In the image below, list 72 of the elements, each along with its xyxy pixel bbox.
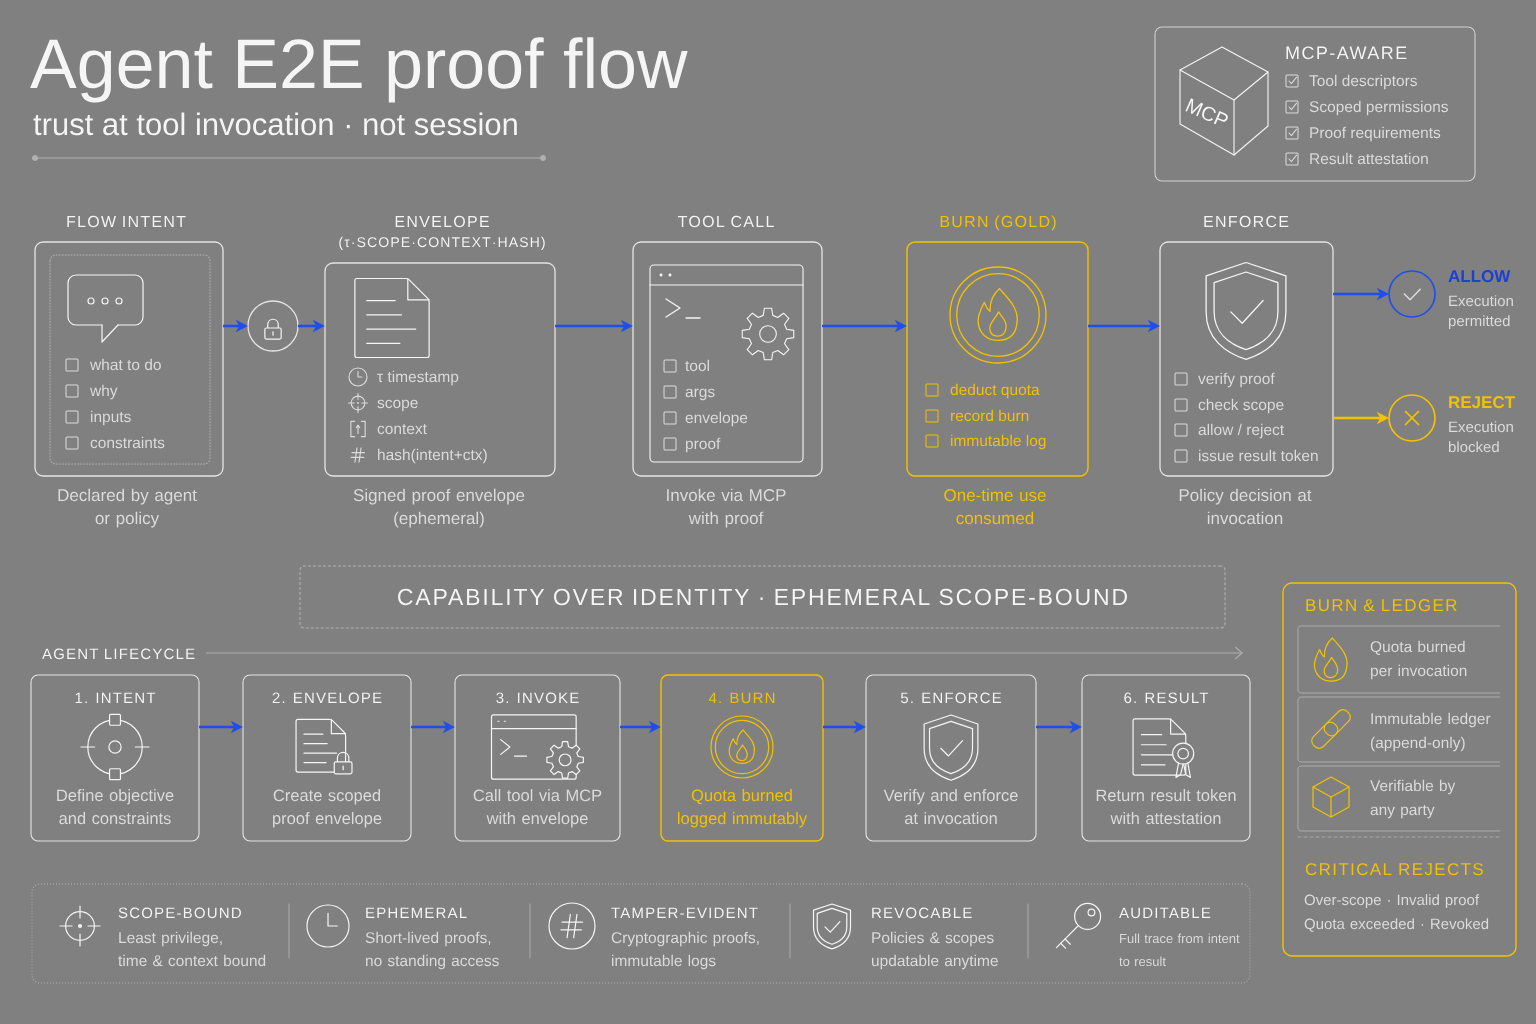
note: Over-scope · Invalid proof Quota exceeded · Revoked — [1304, 894, 1489, 932]
step-text: Quota burned logged immutably — [678, 789, 808, 828]
checklist-item: why — [90, 384, 118, 400]
step-title: 3. INVOKE — [496, 692, 579, 704]
checklist-item: envelope — [685, 411, 748, 427]
list-item: τ timestamp — [377, 370, 459, 386]
step-title: 1. INTENT — [75, 692, 156, 703]
step-title: 4. BURN — [708, 692, 775, 704]
list-item: hash(intent+ctx) — [378, 448, 487, 464]
banner: CAPABILITY OVER IDENTITY · EPHEMERAL SCOPE-BOUND — [299, 565, 1226, 629]
description-text: Policy decision at invocation — [1179, 488, 1312, 525]
description-text: Invoke via MCP with proof — [667, 488, 786, 528]
checklist-item: Proof requirements — [1310, 126, 1441, 142]
feature-title: AUDITABLE — [1119, 907, 1211, 919]
checklist-item: inputs — [91, 410, 131, 426]
step-text: Define objective and constraints — [57, 789, 174, 825]
checklist-item: constraints — [90, 436, 165, 449]
step-title: 5. ENFORCE — [900, 692, 1002, 704]
ledger-text: Verifiable by any party — [1370, 779, 1456, 819]
step-text: Return result token with attestation — [1096, 789, 1236, 825]
feature-text: Cryptographic proofs, immutable logs — [611, 931, 759, 970]
checklist-item: what to do — [90, 358, 161, 371]
section-heading: FLOW INTENT — [67, 215, 186, 228]
list-item: scope — [377, 399, 418, 412]
status-note: Execution permitted — [1449, 295, 1513, 330]
ledger-text: Quota burned per invocation — [1370, 640, 1467, 680]
checklist-item: verify proof — [1198, 372, 1275, 388]
title: Agent E2E proof flow — [30, 37, 688, 103]
checklist-item: proof — [686, 437, 721, 453]
step-text: Create scoped proof envelope — [273, 789, 382, 828]
feature-text: Least privilege, time & context bound — [118, 931, 266, 967]
step-text: Call tool via MCP with envelope — [473, 789, 602, 828]
checklist-item: tool — [685, 359, 709, 372]
feature-text: Short-lived proofs, no standing access — [365, 931, 499, 970]
cube-text: MCP — [1185, 98, 1228, 125]
feature-title: REVOCABLE — [872, 907, 972, 919]
feature-title: EPHEMERAL — [366, 907, 467, 918]
step-title: 2. ENVELOPE — [272, 692, 382, 704]
description-text: Declared by agent or policy — [58, 488, 197, 528]
section-subheading: (τ·SCOPE·CONTEXT·HASH) — [339, 236, 545, 250]
ledger-text: Immutable ledger (append-only) — [1370, 712, 1491, 752]
panel-title: BURN & LEDGER — [1306, 599, 1457, 612]
checklist-item: immutable log — [951, 434, 1046, 450]
step-title: 6. RESULT — [1124, 692, 1209, 704]
checklist-item: Scoped permissions — [1309, 100, 1448, 116]
section-heading: ENFORCE — [1204, 215, 1289, 228]
feature-text: Policies & scopes updatable anytime — [872, 931, 998, 970]
checklist-item: record burn — [951, 409, 1029, 422]
checklist-item: Tool descriptors — [1309, 74, 1417, 90]
section-label: AGENT LIFECYCLE — [42, 648, 195, 660]
section-heading: ENVELOPE — [395, 215, 489, 228]
feature-title: SCOPE-BOUND — [118, 907, 241, 919]
description-text: One-time use consumed — [944, 488, 1046, 525]
step-text: Verify and enforce at invocation — [883, 789, 1018, 825]
status-label: REJECT — [1449, 396, 1515, 409]
panel-title: CRITICAL REJECTS — [1305, 863, 1483, 876]
section-heading: BURN (GOLD) — [940, 215, 1056, 231]
description-text: Signed proof envelope (ephemeral) — [353, 488, 525, 528]
checklist-item: deduct quota — [950, 383, 1040, 399]
checklist-item: check scope — [1198, 398, 1284, 414]
status-note: Execution blocked — [1449, 421, 1513, 453]
section-heading: TOOL CALL — [678, 215, 774, 228]
checklist-item: args — [685, 388, 715, 401]
list-item: context — [377, 423, 427, 435]
feature-title: TAMPER-EVIDENT — [611, 907, 758, 918]
checklist-item: issue result token — [1199, 449, 1318, 462]
status-label: ALLOW — [1448, 270, 1511, 283]
subtitle: trust at tool invocation · not session — [33, 112, 517, 136]
checklist-item: Result attestation — [1310, 152, 1428, 165]
feature-text: Full trace from intent to result — [1119, 933, 1240, 967]
checklist-item: allow / reject — [1198, 423, 1284, 439]
panel-title: MCP-AWARE — [1286, 46, 1407, 60]
